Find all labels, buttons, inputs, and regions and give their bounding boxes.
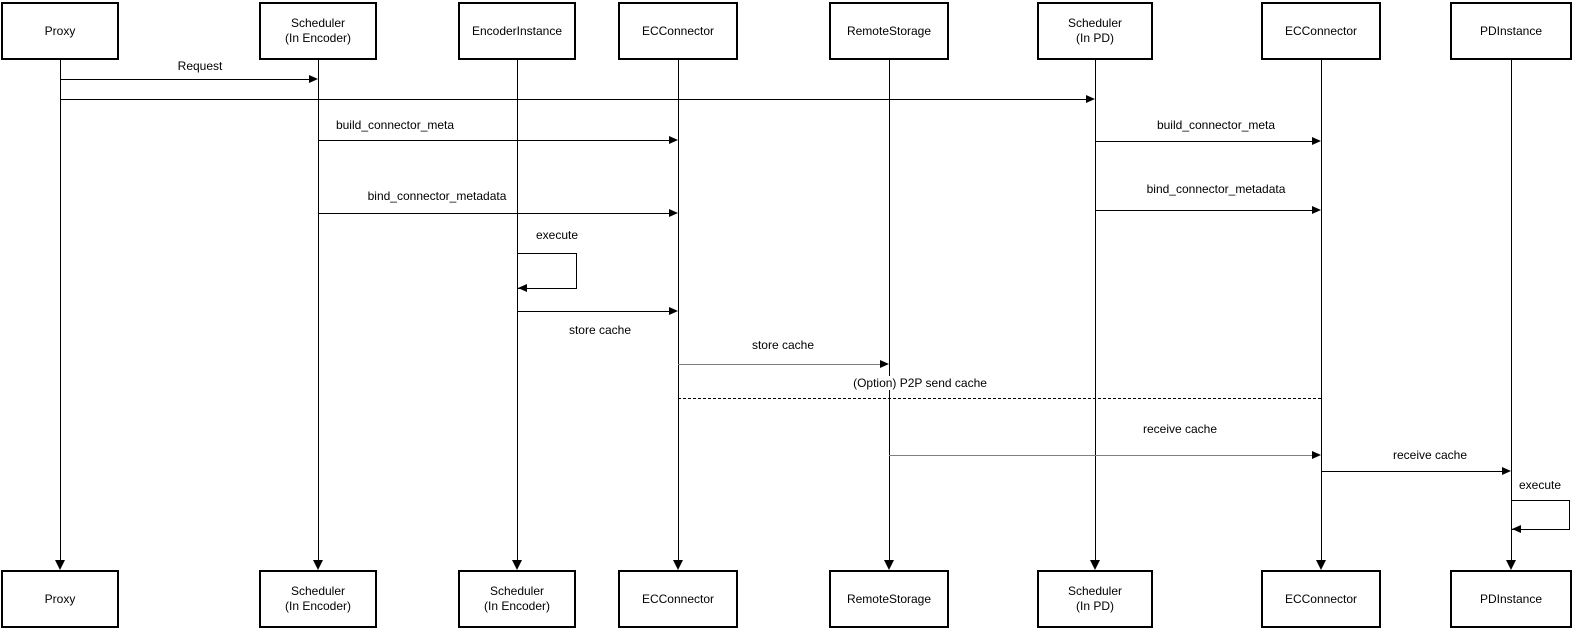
- arrowhead-right-icon: [1312, 206, 1321, 214]
- message-arrow-receive-cache-pd: [1321, 471, 1502, 472]
- arrowhead-right-icon: [669, 307, 678, 315]
- message-arrow-build-connector-meta-left: [318, 140, 669, 141]
- actor-top-scheduler-encoder: Scheduler (In Encoder): [259, 2, 377, 60]
- arrowhead-down-icon: [673, 560, 683, 570]
- actor-bottom-scheduler-encoder-2: Scheduler (In Encoder): [458, 570, 576, 628]
- arrowhead-right-icon: [1086, 95, 1095, 103]
- message-label-build-connector-meta-left: build_connector_meta: [333, 118, 457, 132]
- arrowhead-right-icon: [309, 75, 318, 83]
- actor-top-encoderinstance: EncoderInstance: [458, 2, 576, 60]
- actor-bottom-remotestorage: RemoteStorage: [829, 570, 949, 628]
- arrowhead-right-icon: [1502, 467, 1511, 475]
- message-label-p2p-send-cache: (Option) P2P send cache: [851, 376, 989, 390]
- arrowhead-right-icon: [669, 209, 678, 217]
- arrowhead-right-icon: [880, 360, 889, 368]
- message-label-execute-pd: execute: [1516, 478, 1564, 492]
- lifeline-scheduler-pd: [1095, 60, 1096, 561]
- actor-top-remotestorage: RemoteStorage: [829, 2, 949, 60]
- actor-top-proxy: Proxy: [1, 2, 119, 60]
- message-label-receive-cache-pd: receive cache: [1390, 448, 1470, 462]
- message-selfloop-execute-encoder: [517, 253, 577, 289]
- lifeline-scheduler-encoder: [318, 60, 319, 561]
- lifeline-proxy: [60, 60, 61, 561]
- lifeline-ecconnector: [678, 60, 679, 561]
- arrowhead-left-icon: [518, 284, 527, 292]
- message-arrow-build-connector-meta-right: [1095, 141, 1312, 142]
- arrowhead-down-icon: [55, 560, 65, 570]
- message-arrow-bind-connector-metadata-right: [1095, 210, 1312, 211]
- arrowhead-down-icon: [1506, 560, 1516, 570]
- actor-top-scheduler-pd: Scheduler (In PD): [1037, 2, 1153, 60]
- arrowhead-down-icon: [313, 560, 323, 570]
- lifeline-encoderinstance: [517, 60, 518, 561]
- actor-top-ecconnector-pd: ECConnector: [1261, 2, 1381, 60]
- message-label-request: Request: [175, 59, 225, 73]
- actor-bottom-pdinstance: PDInstance: [1450, 570, 1572, 628]
- message-label-execute-encoder: execute: [533, 228, 581, 242]
- lifeline-ecconnector-pd: [1321, 60, 1322, 561]
- message-label-store-cache-remote: store cache: [749, 338, 817, 352]
- message-arrow-request: [60, 79, 309, 80]
- message-label-bind-connector-metadata-left: bind_connector_metadata: [365, 189, 509, 203]
- actor-bottom-ecconnector-pd: ECConnector: [1261, 570, 1381, 628]
- message-label-store-cache-encoder: store cache: [566, 323, 634, 337]
- message-arrow-receive-cache-remote: [889, 455, 1312, 456]
- message-label-build-connector-meta-right: build_connector_meta: [1154, 118, 1278, 132]
- actor-bottom-proxy: Proxy: [1, 570, 119, 628]
- message-arrow-store-cache-remote: [678, 364, 880, 365]
- lifeline-pdinstance: [1511, 60, 1512, 561]
- message-arrow-proxy-to-scheduler-pd: [60, 99, 1086, 100]
- actor-top-ecconnector: ECConnector: [618, 2, 738, 60]
- actor-bottom-scheduler-encoder: Scheduler (In Encoder): [259, 570, 377, 628]
- message-arrow-store-cache-encoder: [517, 311, 669, 312]
- message-label-receive-cache-remote: receive cache: [1140, 422, 1220, 436]
- message-line-p2p-send-cache: [678, 398, 1321, 399]
- lifeline-remotestorage: [889, 60, 890, 561]
- actor-bottom-ecconnector: ECConnector: [618, 570, 738, 628]
- arrowhead-down-icon: [1316, 560, 1326, 570]
- arrowhead-down-icon: [512, 560, 522, 570]
- arrowhead-right-icon: [1312, 137, 1321, 145]
- message-arrow-bind-connector-metadata-left: [318, 213, 669, 214]
- message-label-bind-connector-metadata-right: bind_connector_metadata: [1144, 182, 1288, 196]
- message-selfloop-execute-pd: [1511, 500, 1570, 530]
- arrowhead-down-icon: [884, 560, 894, 570]
- actor-top-pdinstance: PDInstance: [1450, 2, 1572, 60]
- actor-bottom-scheduler-pd: Scheduler (In PD): [1037, 570, 1153, 628]
- arrowhead-left-icon: [1512, 525, 1521, 533]
- arrowhead-right-icon: [669, 136, 678, 144]
- arrowhead-down-icon: [1090, 560, 1100, 570]
- arrowhead-right-icon: [1312, 451, 1321, 459]
